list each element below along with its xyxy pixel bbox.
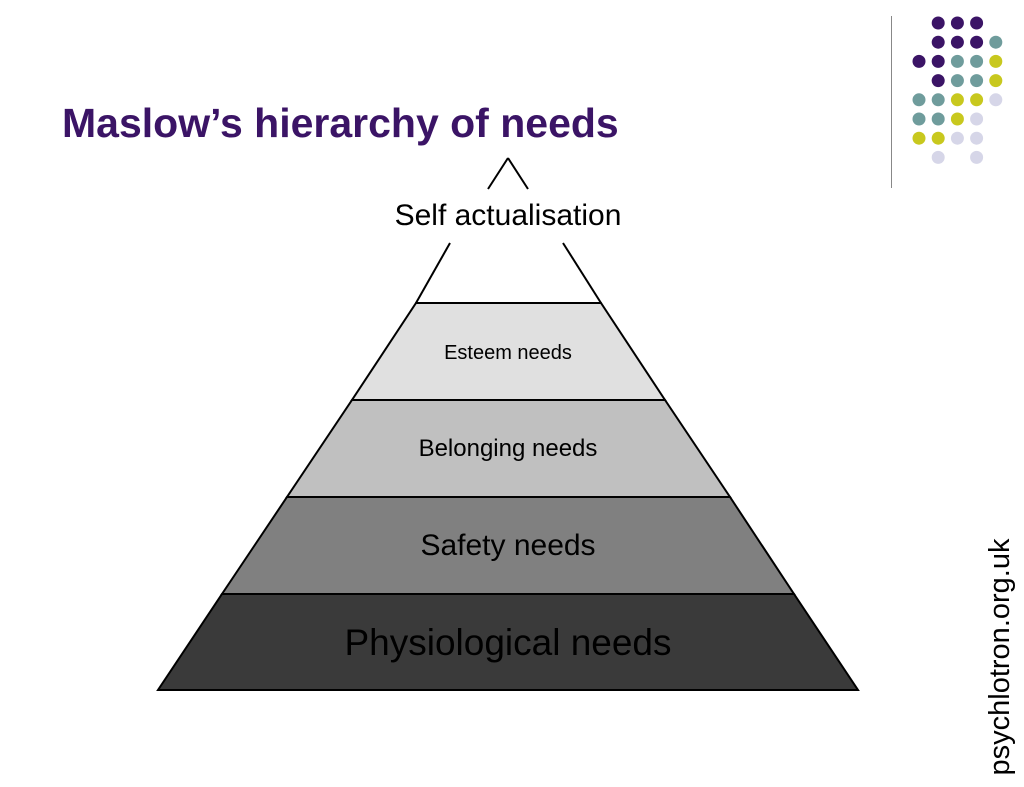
- apex-edge-left-lower: [415, 242, 451, 304]
- decorative-dot: [970, 74, 984, 88]
- hierarchy-pyramid: [156, 157, 860, 691]
- decorative-dot: [989, 74, 1003, 88]
- decorative-dot: [931, 112, 945, 126]
- tier-label-physiological: Physiological needs: [344, 622, 672, 663]
- slide-title: Maslow’s hierarchy of needs: [62, 100, 619, 146]
- apex-edge-left-upper: [487, 157, 509, 190]
- tier-label-belonging: Belonging needs: [418, 435, 598, 462]
- decorative-dot: [931, 131, 945, 145]
- decorative-dot: [970, 16, 984, 30]
- decorative-dot: [931, 35, 945, 49]
- tier-label-self-actualisation: Self actualisation: [394, 199, 622, 232]
- divider-line: [891, 16, 892, 188]
- apex-edge-right-upper: [507, 157, 529, 190]
- decorative-dot: [970, 131, 984, 145]
- decorative-dot: [950, 131, 964, 145]
- decorative-dot: [912, 93, 926, 107]
- decorative-dot: [970, 93, 984, 107]
- decorative-dot: [931, 150, 945, 164]
- decorative-dot: [931, 74, 945, 88]
- tier-label-safety: Safety needs: [420, 529, 596, 562]
- decorative-dot: [970, 112, 984, 126]
- decorative-dot: [970, 150, 984, 164]
- decorative-dot-grid: [912, 16, 1003, 164]
- tier-label-esteem: Esteem needs: [444, 342, 572, 364]
- source-credit: psychlotron.org.uk: [984, 538, 1016, 776]
- decorative-dot: [989, 93, 1003, 107]
- decorative-dot: [970, 35, 984, 49]
- decorative-dot: [970, 54, 984, 68]
- decorative-dot: [989, 35, 1003, 49]
- decorative-dot: [950, 93, 964, 107]
- decorative-dot: [950, 54, 964, 68]
- decorative-dot: [912, 54, 926, 68]
- apex-edge-right-lower: [562, 242, 602, 304]
- decorative-dot: [912, 112, 926, 126]
- decorative-dot: [931, 54, 945, 68]
- decorative-dot: [931, 16, 945, 30]
- decorative-dot: [950, 16, 964, 30]
- decorative-dot: [912, 131, 926, 145]
- decorative-dot: [950, 35, 964, 49]
- decorative-dot: [931, 93, 945, 107]
- decorative-dot: [950, 112, 964, 126]
- decorative-dot: [950, 74, 964, 88]
- decorative-dot: [989, 54, 1003, 68]
